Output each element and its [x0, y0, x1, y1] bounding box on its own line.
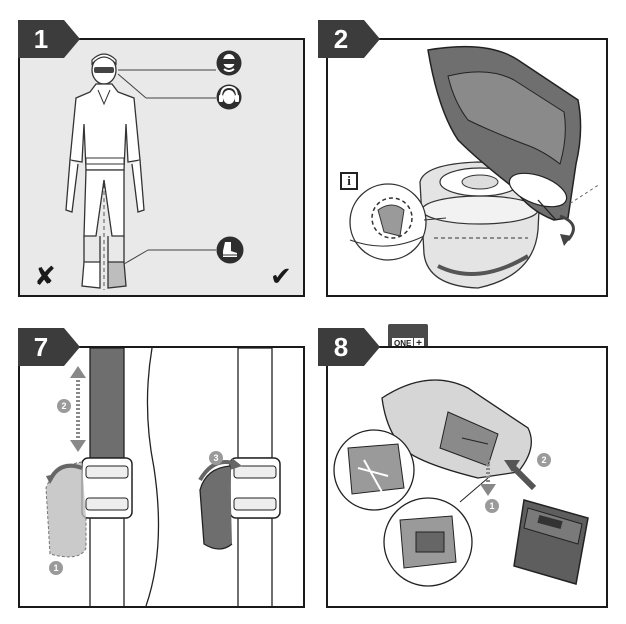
- callout-2: 2: [541, 455, 547, 465]
- cover-removal-illustration: [349, 45, 601, 289]
- callout-3: 3: [213, 453, 219, 463]
- step-number: 1: [18, 20, 64, 58]
- one-plus-badge-plus: +: [414, 338, 424, 350]
- wrong-mark: ✘: [34, 262, 56, 292]
- eye-protection-icon: [216, 50, 242, 76]
- battery-insert-illustration: [333, 379, 589, 587]
- step-number: 7: [18, 328, 64, 366]
- step-arrow: [64, 328, 80, 366]
- step-number: 2: [318, 20, 364, 58]
- info-icon: i: [340, 172, 358, 190]
- ear-protection-icon: [216, 84, 242, 110]
- callout-1: 1: [53, 563, 59, 573]
- step-arrow: [364, 328, 380, 366]
- panel-step-1: ✘ ✔: [18, 38, 305, 297]
- step-arrow: [364, 20, 380, 58]
- panel-step-7: 1 2 3: [18, 346, 305, 608]
- panel-step-8: 1 2: [326, 346, 608, 608]
- person-illustration: [65, 53, 216, 290]
- safety-boots-icon: [216, 236, 244, 264]
- callout-2: 2: [61, 401, 67, 411]
- step-number: 8: [318, 328, 364, 366]
- panel-step-2: i: [326, 38, 608, 297]
- callout-1: 1: [489, 501, 495, 511]
- tube-clip-illustration: [45, 348, 281, 606]
- right-mark: ✔: [270, 262, 292, 292]
- step-arrow: [64, 20, 80, 58]
